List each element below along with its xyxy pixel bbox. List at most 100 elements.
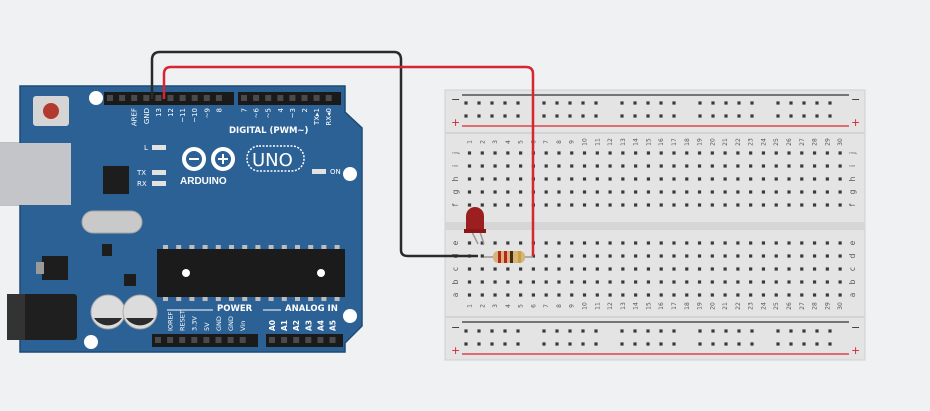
rail-hole[interactable] bbox=[542, 342, 546, 346]
terminal-hole[interactable] bbox=[519, 190, 523, 194]
terminal-hole[interactable] bbox=[697, 293, 702, 297]
rail-hole[interactable] bbox=[464, 114, 468, 118]
rail-hole[interactable] bbox=[789, 342, 793, 346]
terminal-hole[interactable] bbox=[544, 190, 548, 194]
terminal-hole[interactable] bbox=[723, 190, 727, 194]
rail-hole[interactable] bbox=[776, 329, 780, 333]
terminal-hole[interactable] bbox=[723, 151, 727, 155]
terminal-hole[interactable] bbox=[557, 267, 561, 271]
rail-hole[interactable] bbox=[555, 329, 559, 333]
terminal-hole[interactable] bbox=[697, 164, 702, 168]
terminal-hole[interactable] bbox=[774, 267, 778, 271]
header-socket[interactable] bbox=[329, 337, 336, 343]
rail-hole[interactable] bbox=[698, 342, 702, 346]
terminal-hole[interactable] bbox=[506, 190, 510, 194]
terminal-hole[interactable] bbox=[787, 241, 791, 245]
terminal-hole[interactable] bbox=[634, 254, 638, 258]
rail-hole[interactable] bbox=[594, 114, 598, 118]
terminal-hole[interactable] bbox=[838, 177, 842, 181]
terminal-hole[interactable] bbox=[812, 241, 817, 245]
terminal-hole[interactable] bbox=[723, 241, 727, 245]
terminal-hole[interactable] bbox=[787, 151, 791, 155]
header-socket[interactable] bbox=[281, 337, 288, 343]
rail-hole[interactable] bbox=[464, 101, 468, 105]
terminal-hole[interactable] bbox=[570, 203, 574, 207]
terminal-hole[interactable] bbox=[697, 267, 702, 271]
terminal-hole[interactable] bbox=[595, 241, 599, 245]
terminal-hole[interactable] bbox=[800, 177, 804, 181]
terminal-hole[interactable] bbox=[582, 293, 587, 297]
terminal-hole[interactable] bbox=[493, 164, 497, 168]
terminal-hole[interactable] bbox=[493, 241, 497, 245]
rail-hole[interactable] bbox=[568, 101, 572, 105]
terminal-hole[interactable] bbox=[544, 164, 548, 168]
header-socket[interactable] bbox=[167, 337, 174, 343]
terminal-hole[interactable] bbox=[646, 151, 651, 155]
terminal-hole[interactable] bbox=[800, 293, 804, 297]
terminal-hole[interactable] bbox=[787, 164, 791, 168]
terminal-hole[interactable] bbox=[621, 177, 625, 181]
terminal-hole[interactable] bbox=[595, 164, 599, 168]
terminal-hole[interactable] bbox=[787, 203, 791, 207]
terminal-hole[interactable] bbox=[570, 241, 574, 245]
terminal-hole[interactable] bbox=[685, 241, 689, 245]
terminal-hole[interactable] bbox=[659, 190, 663, 194]
terminal-hole[interactable] bbox=[749, 190, 753, 194]
terminal-hole[interactable] bbox=[736, 203, 740, 207]
terminal-hole[interactable] bbox=[761, 293, 766, 297]
terminal-hole[interactable] bbox=[736, 293, 740, 297]
terminal-hole[interactable] bbox=[659, 177, 663, 181]
rail-hole[interactable] bbox=[750, 329, 754, 333]
terminal-hole[interactable] bbox=[697, 203, 702, 207]
terminal-hole[interactable] bbox=[582, 177, 587, 181]
terminal-hole[interactable] bbox=[634, 293, 638, 297]
terminal-hole[interactable] bbox=[506, 280, 510, 284]
terminal-hole[interactable] bbox=[480, 177, 484, 181]
terminal-hole[interactable] bbox=[825, 177, 829, 181]
rail-hole[interactable] bbox=[490, 114, 494, 118]
terminal-hole[interactable] bbox=[634, 177, 638, 181]
header-socket[interactable] bbox=[305, 337, 312, 343]
terminal-hole[interactable] bbox=[595, 267, 599, 271]
terminal-hole[interactable] bbox=[825, 241, 829, 245]
terminal-hole[interactable] bbox=[659, 280, 663, 284]
terminal-hole[interactable] bbox=[710, 151, 714, 155]
rail-hole[interactable] bbox=[659, 329, 663, 333]
terminal-hole[interactable] bbox=[800, 151, 804, 155]
terminal-hole[interactable] bbox=[812, 280, 817, 284]
terminal-hole[interactable] bbox=[697, 190, 702, 194]
header-socket[interactable] bbox=[289, 95, 296, 101]
terminal-hole[interactable] bbox=[774, 190, 778, 194]
terminal-hole[interactable] bbox=[544, 177, 548, 181]
terminal-hole[interactable] bbox=[812, 254, 817, 258]
terminal-hole[interactable] bbox=[557, 280, 561, 284]
header-socket[interactable] bbox=[215, 95, 222, 101]
terminal-hole[interactable] bbox=[467, 151, 472, 155]
terminal-hole[interactable] bbox=[595, 293, 599, 297]
terminal-hole[interactable] bbox=[825, 293, 829, 297]
terminal-hole[interactable] bbox=[736, 267, 740, 271]
terminal-hole[interactable] bbox=[557, 190, 561, 194]
terminal-hole[interactable] bbox=[672, 164, 676, 168]
terminal-hole[interactable] bbox=[749, 267, 753, 271]
rail-hole[interactable] bbox=[750, 101, 754, 105]
terminal-hole[interactable] bbox=[582, 164, 587, 168]
terminal-hole[interactable] bbox=[467, 241, 472, 245]
terminal-hole[interactable] bbox=[710, 203, 714, 207]
terminal-hole[interactable] bbox=[787, 190, 791, 194]
terminal-hole[interactable] bbox=[736, 190, 740, 194]
terminal-hole[interactable] bbox=[825, 203, 829, 207]
rail-hole[interactable] bbox=[698, 114, 702, 118]
header-socket[interactable] bbox=[313, 95, 320, 101]
terminal-hole[interactable] bbox=[838, 267, 842, 271]
terminal-hole[interactable] bbox=[774, 164, 778, 168]
header-socket[interactable] bbox=[239, 337, 246, 343]
terminal-hole[interactable] bbox=[608, 177, 612, 181]
rail-hole[interactable] bbox=[581, 101, 585, 105]
terminal-hole[interactable] bbox=[493, 280, 497, 284]
terminal-hole[interactable] bbox=[557, 164, 561, 168]
terminal-hole[interactable] bbox=[519, 267, 523, 271]
rail-hole[interactable] bbox=[633, 342, 637, 346]
rail-hole[interactable] bbox=[698, 101, 702, 105]
